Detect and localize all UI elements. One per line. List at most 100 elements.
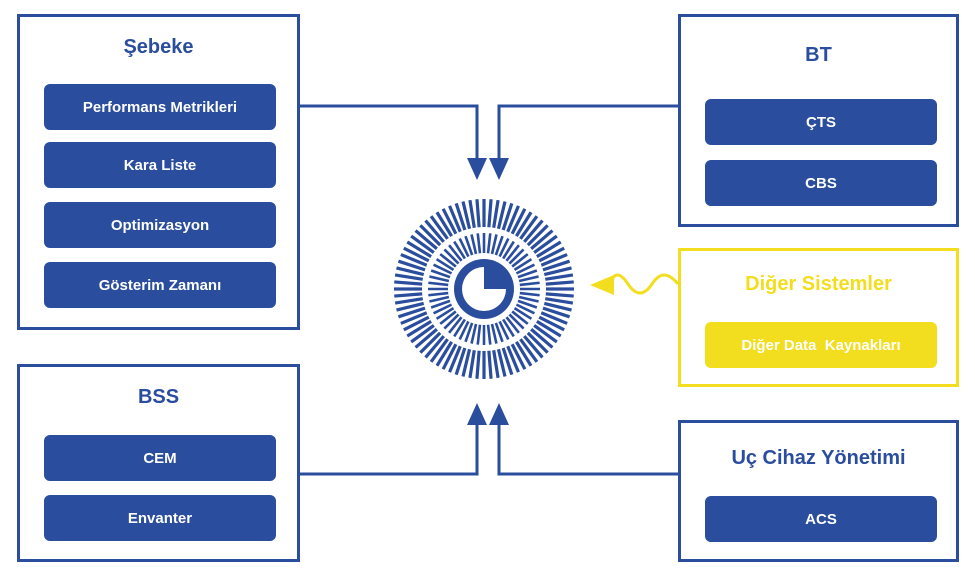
- hub-spoke: [476, 324, 482, 345]
- hub-spoke: [453, 240, 466, 260]
- hub-spoke: [508, 248, 525, 265]
- hub-spoke: [470, 323, 478, 344]
- hub-spoke: [414, 328, 438, 349]
- hub-spoke: [536, 240, 562, 258]
- hub-spoke: [515, 211, 533, 237]
- arrow-up-left-icon: [467, 403, 487, 425]
- hub-spoke: [511, 253, 529, 268]
- hub-spoke: [498, 320, 510, 341]
- hub-spoke: [513, 307, 533, 320]
- hub-spoke: [511, 310, 529, 325]
- hub-spoke: [533, 324, 558, 344]
- hub-spoke: [545, 292, 574, 298]
- connector-bt: [497, 104, 678, 165]
- hub-spoke: [543, 301, 572, 312]
- hub-spoke: [458, 320, 470, 341]
- hub-spoke: [435, 211, 453, 237]
- hub-spoke: [545, 280, 574, 286]
- hub-spoke: [429, 275, 450, 283]
- hub-spoke: [533, 234, 558, 254]
- hub-spoke: [454, 347, 467, 376]
- hub-spoke: [397, 306, 426, 319]
- hub-spoke: [419, 224, 442, 247]
- hub-spoke: [515, 263, 536, 275]
- hub-spoke: [501, 347, 514, 376]
- connector-sebeke: [300, 104, 479, 165]
- hub-spoke: [476, 233, 482, 254]
- panel-diger-sistemler: Diğer Sistemler Diğer Data Kaynakları: [678, 248, 959, 387]
- hub-spoke: [432, 303, 453, 315]
- hub-spoke: [517, 299, 538, 309]
- hub-spoke: [540, 311, 568, 325]
- button-diger-data-kaynaklari[interactable]: Diğer Data Kaynakları: [705, 322, 937, 368]
- hub-spoke: [396, 266, 425, 277]
- hub-spoke: [505, 316, 520, 334]
- hub-spoke: [448, 316, 463, 334]
- hub-spoke: [458, 237, 470, 258]
- hub-spoke: [530, 229, 554, 250]
- hub-spoke: [443, 313, 460, 330]
- hub-spoke: [519, 291, 540, 297]
- hub-spoke: [526, 224, 549, 247]
- hub-spoke: [487, 350, 493, 379]
- hub-spoke: [429, 338, 449, 363]
- hub-spoke: [454, 202, 467, 231]
- panel-uc-cihaz-yonetimi: Uç Cihaz Yönetimi ACS: [678, 420, 959, 562]
- hub-spoke: [496, 348, 507, 377]
- hub-spoke: [515, 341, 533, 367]
- hub-spoke: [496, 201, 507, 230]
- hub-spoke: [403, 246, 430, 263]
- panel-title-bt: BT: [805, 44, 832, 66]
- hub-spoke: [542, 259, 571, 272]
- hub-spoke: [505, 244, 520, 262]
- button-cbs[interactable]: CBS: [705, 160, 937, 206]
- arrow-down-left-icon: [467, 158, 487, 180]
- panel-title-diger: Diğer Sistemler: [745, 273, 892, 295]
- hub-spoke: [394, 292, 423, 298]
- hub-spoke: [526, 331, 549, 354]
- wavy-connector-diger: [608, 273, 680, 295]
- button-cts[interactable]: ÇTS: [705, 99, 937, 145]
- hub-spoke: [536, 320, 562, 338]
- hub-spoke: [441, 343, 458, 370]
- hub-spoke: [394, 273, 424, 281]
- hub-spoke: [502, 240, 515, 260]
- hub-spoke: [494, 322, 504, 343]
- hub-pie-segment: [462, 267, 506, 311]
- hub-spoke: [544, 273, 574, 281]
- hub-spoke: [403, 315, 430, 332]
- hub-spoke: [538, 246, 565, 263]
- hub-spoke: [475, 199, 481, 228]
- button-kara-liste[interactable]: Kara Liste: [44, 142, 276, 188]
- hub-spoke: [396, 301, 425, 312]
- hub-spoke: [487, 199, 493, 228]
- button-acs[interactable]: ACS: [705, 496, 937, 542]
- hub-spoke: [406, 240, 432, 258]
- hub-spoke: [432, 263, 453, 275]
- button-performans-metrikleri[interactable]: Performans Metrikleri: [44, 84, 276, 130]
- button-envanter[interactable]: Envanter: [44, 495, 276, 541]
- panel-title-uc: Uç Cihaz Yönetimi: [731, 447, 906, 469]
- hub-spoke: [430, 299, 451, 309]
- hub-spoke: [400, 311, 428, 325]
- hub-spoke: [510, 208, 527, 235]
- hub-spoke: [448, 205, 462, 233]
- hub-spoke: [519, 338, 539, 363]
- arrow-down-right-icon: [489, 158, 509, 180]
- hub-spoke: [464, 322, 474, 343]
- hub-spoke: [394, 297, 424, 305]
- hub-spoke: [538, 315, 565, 332]
- arrow-up-right-icon: [489, 403, 509, 425]
- hub-spoke: [540, 253, 568, 267]
- hub-spoke: [439, 310, 457, 325]
- hub-spoke: [461, 348, 472, 377]
- button-cem[interactable]: CEM: [44, 435, 276, 481]
- hub-spoke: [498, 237, 510, 258]
- hub-spoke: [429, 215, 449, 240]
- button-optimizasyon[interactable]: Optimizasyon: [44, 202, 276, 248]
- connector-bss: [300, 418, 479, 476]
- button-gosterim-zamani[interactable]: Gösterim Zamanı: [44, 262, 276, 308]
- hub-spoke: [464, 235, 474, 256]
- hub-spoke: [410, 324, 435, 344]
